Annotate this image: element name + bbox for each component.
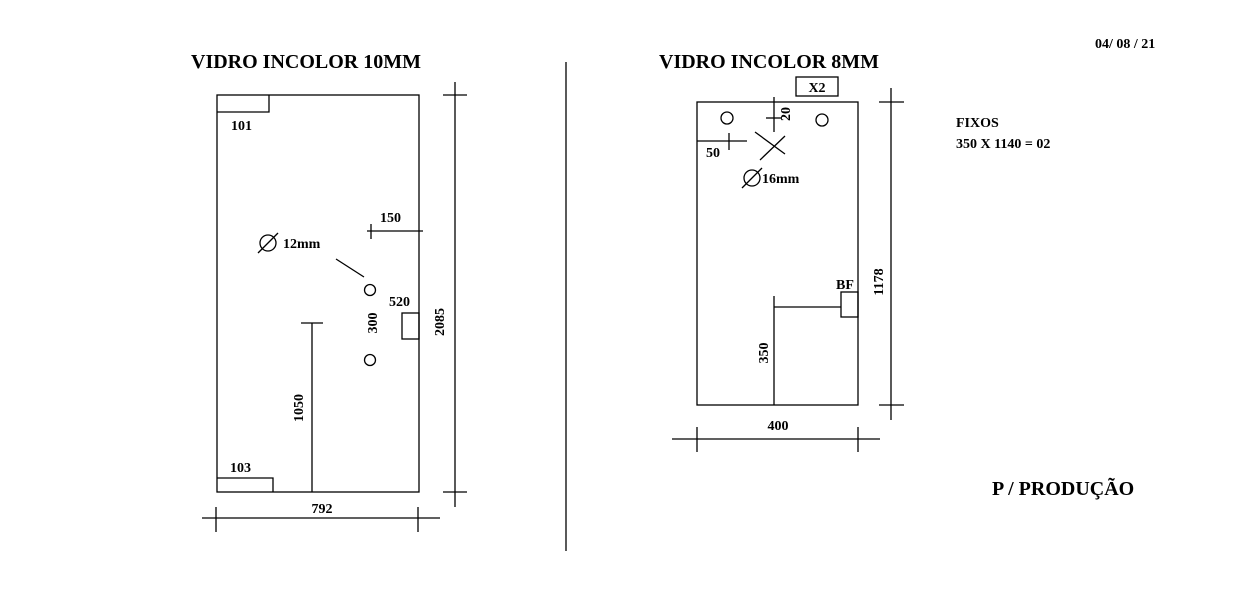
bottom-cutout-label: 103 — [230, 461, 251, 476]
panel-8mm: VIDRO INCOLOR 8MM X2 20 50 16mm BF 350 — [659, 51, 904, 452]
diameter-symbol — [259, 234, 277, 252]
dim-20-label: 20 — [779, 107, 794, 121]
glass-outline — [216, 94, 420, 493]
dim-350-label: 350 — [757, 343, 772, 364]
lock-cutout — [840, 291, 859, 318]
top-cutout-label: 101 — [231, 119, 252, 134]
production-note: P / PRODUÇÃO — [992, 477, 1134, 500]
hole-diameter-label: 12mm — [283, 237, 321, 252]
glass-outline — [696, 101, 859, 406]
dim-150-label: 150 — [380, 211, 401, 226]
hole-upper — [363, 283, 377, 297]
hole-lower — [363, 353, 377, 367]
hole-leader — [335, 258, 365, 278]
diameter-symbol — [743, 169, 761, 187]
dim-width-label: 400 — [768, 419, 789, 434]
fixed-panels-spec: 350 X 1140 = 02 — [956, 137, 1050, 152]
lock-cutout — [401, 312, 420, 340]
dim-height-label: 2085 — [433, 308, 448, 336]
lock-label: BF — [836, 278, 854, 293]
dim-520-label: 520 — [389, 295, 410, 310]
dim-50-label: 50 — [706, 146, 720, 161]
diameter-symbol-slash — [741, 167, 763, 189]
quantity-label: X2 — [808, 81, 825, 96]
panel-10mm-title: VIDRO INCOLOR 10MM — [191, 51, 421, 73]
dim-width-label: 792 — [312, 502, 333, 517]
hole-right — [815, 113, 829, 127]
panel-10mm: VIDRO INCOLOR 10MM 101 103 12mm 150 300 … — [191, 51, 467, 532]
hole-left — [720, 111, 734, 125]
dim-1050-label: 1050 — [292, 394, 307, 422]
diameter-symbol-slash — [257, 232, 279, 254]
top-cutout — [217, 95, 270, 113]
quantity-box — [795, 76, 839, 97]
bottom-cutout — [217, 477, 274, 492]
leader-cross-a — [754, 131, 786, 155]
drawing-date: 04/ 08 / 21 — [1095, 37, 1155, 52]
fixed-panels-label: FIXOS — [956, 116, 999, 131]
leader-cross-b — [759, 135, 786, 161]
dim-height-label: 1178 — [872, 268, 887, 295]
hole-diameter-label: 16mm — [762, 172, 800, 187]
dim-300-label: 300 — [366, 313, 381, 334]
panel-8mm-title: VIDRO INCOLOR 8MM — [659, 51, 879, 73]
